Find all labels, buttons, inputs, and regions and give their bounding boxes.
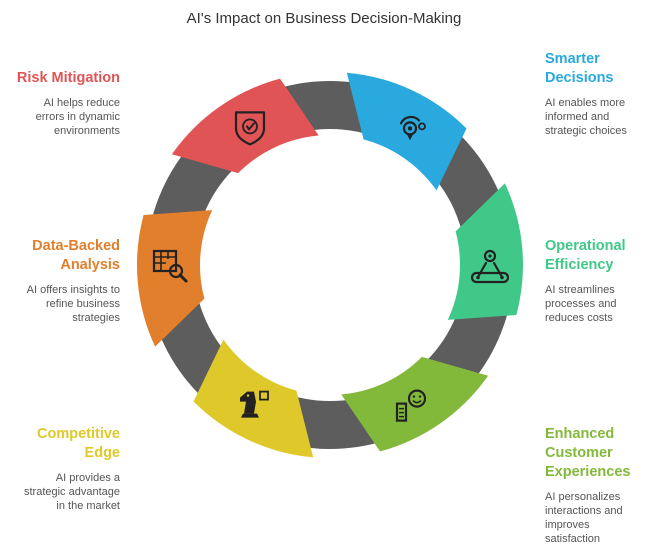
building-smile-icon [395, 389, 427, 422]
segment-risk-title: Risk Mitigation [16, 70, 120, 86]
segment-data-arc [137, 210, 213, 347]
page-title: AI's Impact on Business Decision-Making [186, 10, 462, 27]
target-pin-icon [399, 115, 426, 141]
segment-data-block: Data-Backed Analysis AI offers insights … [0, 237, 120, 325]
segment-competitive-title: Competitive Edge [37, 426, 120, 461]
segment-customer-description: AI personalizes interactions and improve… [545, 491, 623, 545]
segment-risk-block: Risk Mitigation AI helps reduce errors i… [0, 69, 120, 138]
segment-operational-title: Operational Efficiency [545, 238, 626, 273]
chess-knight-icon [240, 390, 269, 418]
segment-data-title: Data-Backed Analysis [32, 238, 120, 273]
segment-smarter-arc [346, 72, 467, 191]
table-magnifier-icon [152, 249, 188, 283]
segment-data-description: AI offers insights to refine business st… [26, 284, 120, 324]
segment-smarter-block: Smarter Decisions AI enables more inform… [545, 50, 645, 138]
segment-operational-block: Operational Efficiency AI streamlines pr… [545, 237, 645, 325]
segment-customer-title: Enhanced Customer Experiences [545, 426, 631, 480]
segment-risk-description: AI helps reduce errors in dynamic enviro… [35, 97, 120, 137]
segment-customer-arc [341, 356, 489, 452]
shield-check-icon [234, 111, 266, 146]
segment-customer-block: Enhanced Customer Experiences AI persona… [545, 425, 645, 546]
segment-competitive-block: Competitive Edge AI provides a strategic… [0, 425, 120, 513]
segment-risk-arc [171, 78, 319, 174]
segment-competitive-description: AI provides a strategic advantage in the… [23, 472, 120, 512]
segment-smarter-title: Smarter Decisions [545, 51, 614, 86]
conveyor-gear-icon [470, 249, 510, 284]
segment-operational-arc [447, 183, 523, 320]
segment-smarter-description: AI enables more informed and strategic c… [545, 97, 627, 137]
segment-operational-description: AI streamlines processes and reduces cos… [545, 284, 617, 324]
